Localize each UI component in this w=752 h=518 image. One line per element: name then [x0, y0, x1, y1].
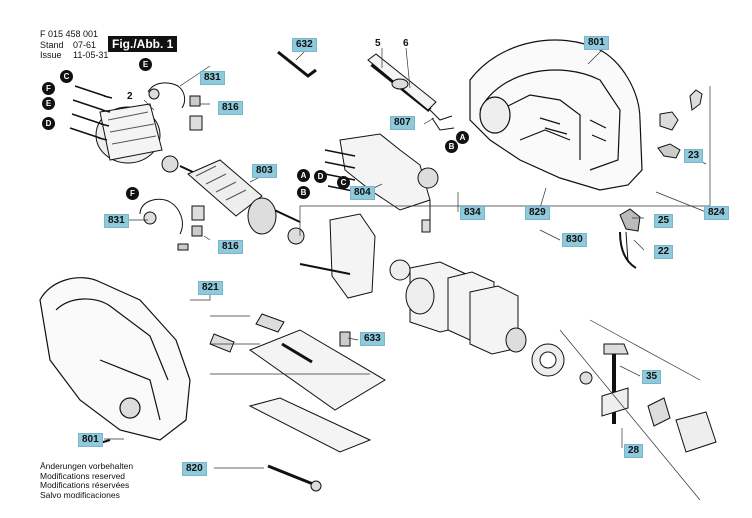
callout-831-lower: 831 [104, 214, 129, 228]
stand-label: Stand [40, 40, 64, 50]
plunger-assembly-part [601, 343, 717, 453]
letter-marker-b: B [297, 186, 310, 199]
callout-824: 824 [704, 206, 729, 220]
small-parts-right [619, 89, 703, 269]
callout-2: 2 [127, 91, 133, 102]
callout-5: 5 [375, 38, 381, 49]
letter-marker-e: E [139, 58, 152, 71]
callout-829: 829 [525, 206, 550, 220]
issue-value: 11-05-31 [73, 50, 109, 60]
callout-816-lower: 816 [218, 240, 243, 254]
brush-holder-upper-part [147, 82, 203, 131]
callout-830: 830 [562, 233, 587, 247]
hex-key-part [277, 50, 317, 78]
callout-816-upper: 816 [218, 101, 243, 115]
letter-marker-a: A [456, 131, 469, 144]
plunger-shaft-part [367, 53, 455, 131]
screws-left [69, 85, 113, 141]
base-plate-part [209, 313, 386, 492]
footer-line-de: Änderungen vorbehalten [40, 461, 134, 471]
issue-label: Issue [40, 50, 62, 60]
footer-notes: Änderungen vorbehalten Modifications res… [40, 461, 134, 500]
letter-marker-f: F [126, 187, 139, 200]
callout-23: 23 [684, 149, 704, 163]
letter-marker-b: B [445, 140, 458, 153]
armature-part [179, 159, 305, 245]
footer-line-fr: Modifications réservées [40, 480, 130, 490]
housing-left-part [39, 277, 191, 447]
letter-marker-d: D [314, 170, 327, 183]
letter-marker-f: F [42, 82, 55, 95]
callout-28: 28 [624, 444, 644, 458]
callout-803: 803 [252, 164, 277, 178]
callout-807: 807 [390, 116, 415, 130]
letter-marker-d: D [42, 117, 55, 130]
part-code: F 015 458 001 [40, 29, 99, 39]
callout-820: 820 [182, 462, 207, 476]
letter-marker-c: C [60, 70, 73, 83]
callout-633: 633 [360, 332, 385, 346]
callout-821: 821 [198, 281, 223, 295]
footer-line-en: Modifications reserved [40, 470, 126, 481]
stator-part [95, 103, 179, 173]
footer-line-es: Salvo modificaciones [40, 489, 120, 500]
letter-marker-a: A [297, 169, 310, 182]
callout-22: 22 [654, 245, 674, 259]
housing-right-part [469, 39, 643, 191]
callout-25: 25 [654, 214, 674, 228]
stand-value: 07-61 [73, 40, 97, 50]
switch-assembly-part [324, 133, 439, 233]
letter-marker-e: E [42, 97, 55, 110]
figure-label: Fig./Abb. 1 [108, 36, 178, 52]
callout-35: 35 [642, 370, 662, 384]
letter-marker-c: C [337, 176, 350, 189]
brush-holder-lower-part [139, 198, 205, 251]
callout-804: 804 [350, 186, 375, 200]
callout-632: 632 [292, 38, 317, 52]
callout-6: 6 [403, 38, 409, 49]
callout-801-bottom: 801 [78, 433, 103, 447]
callout-831-upper: 831 [200, 71, 225, 85]
callout-801-top: 801 [584, 36, 609, 50]
gear-frame-group [299, 213, 593, 385]
callout-834: 834 [460, 206, 485, 220]
